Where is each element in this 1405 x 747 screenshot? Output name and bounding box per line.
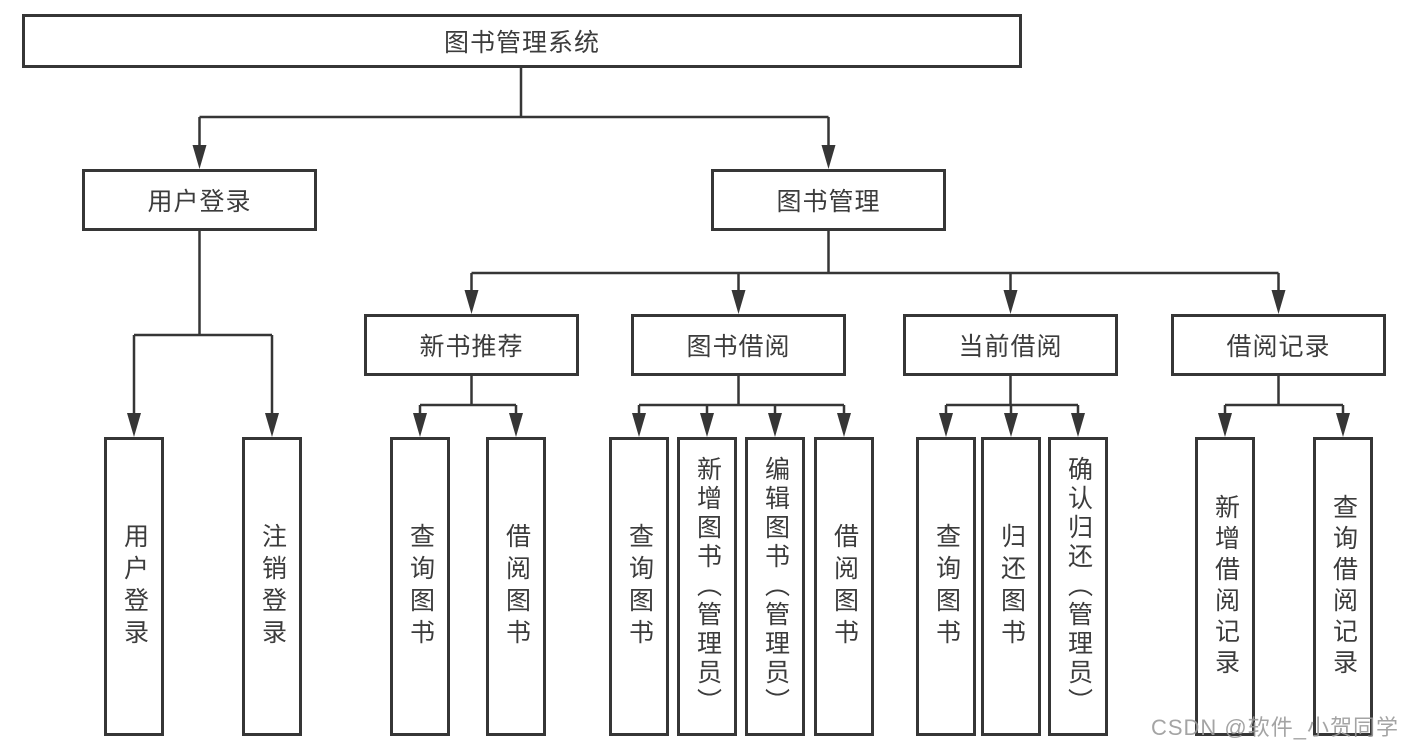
leaf-recommend-query-books: 查询图书 (390, 437, 450, 736)
leaf-recommend-borrow-books: 借阅图书 (486, 437, 546, 736)
arrowheads (127, 145, 1350, 437)
leaf-current-query-books: 查询图书 (916, 437, 976, 736)
node-current-borrow: 当前借阅 (903, 314, 1118, 376)
leaf-return-books: 归还图书 (981, 437, 1041, 736)
connector-record-to-leaves (1223, 376, 1345, 425)
leaf-confirm-return-admin: 确认归还（管理员） (1048, 437, 1108, 736)
leaf-user-login: 用户登录 (104, 437, 164, 736)
leaf-query-borrow-record: 查询借阅记录 (1313, 437, 1373, 736)
leaf-borrow-query-books: 查询图书 (609, 437, 669, 736)
node-root-library-system: 图书管理系统 (22, 14, 1022, 68)
node-new-book-recommend: 新书推荐 (364, 314, 579, 376)
leaf-add-books-admin: 新增图书（管理员） (677, 437, 737, 736)
connector-recommend-to-leaves (418, 376, 518, 425)
node-book-borrow: 图书借阅 (631, 314, 846, 376)
leaf-borrow-books: 借阅图书 (814, 437, 874, 736)
connector-borrow-to-leaves (637, 376, 846, 425)
connector-root-to-level2 (198, 68, 830, 157)
leaf-edit-books-admin: 编辑图书（管理员） (745, 437, 805, 736)
leaf-add-borrow-record: 新增借阅记录 (1195, 437, 1255, 736)
csdn-watermark: CSDN @软件_小贺同学 (1150, 715, 1399, 740)
connector-mgmt-to-level3 (470, 231, 1280, 302)
connector-login-to-leaves (132, 231, 274, 425)
leaf-logout: 注销登录 (242, 437, 302, 736)
node-borrow-record: 借阅记录 (1171, 314, 1386, 376)
node-user-login: 用户登录 (82, 169, 317, 231)
node-book-management: 图书管理 (711, 169, 946, 231)
